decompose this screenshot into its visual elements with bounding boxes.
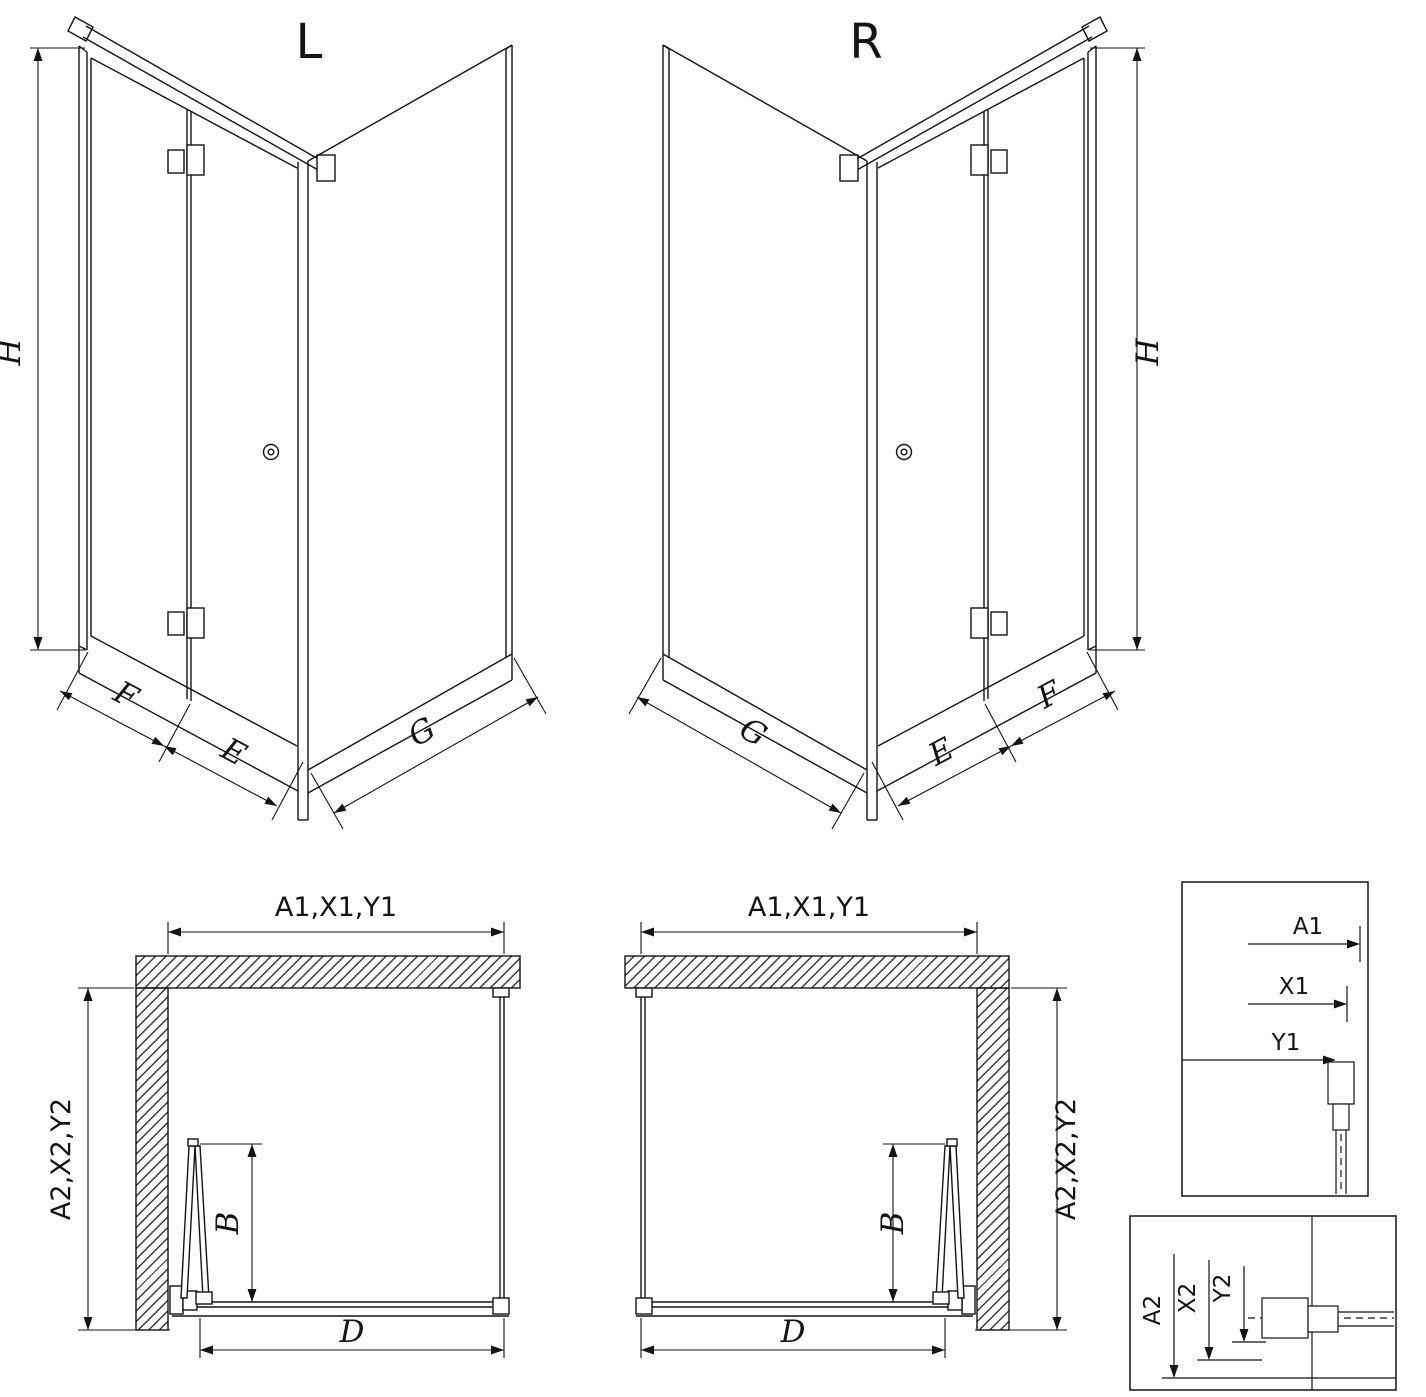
dim-label-e-right: E xyxy=(922,731,960,774)
glass-edge-profile-section xyxy=(1327,1061,1355,1194)
dim-label-g-right: G xyxy=(733,711,772,755)
plan-left-side-wall-hatch xyxy=(136,988,168,1330)
detail-view-width-profile xyxy=(1181,881,1369,1197)
detail-view-depth-profile xyxy=(1129,1215,1397,1391)
dim-label-e-left: E xyxy=(214,730,252,773)
plan-right-side-wall-hatch xyxy=(977,988,1009,1330)
dim-label-d-plan-left: D xyxy=(339,1314,365,1350)
dim-label-d-plan-right: D xyxy=(780,1314,806,1350)
detail-label-x1: X1 xyxy=(1279,974,1309,1000)
detail-label-y2: Y2 xyxy=(1210,1274,1236,1304)
iso-view-right-art xyxy=(628,16,1146,830)
plan-left-top-wall-hatch xyxy=(136,956,520,988)
detail-label-y1: Y1 xyxy=(1271,1030,1301,1056)
view-title-right: R xyxy=(849,14,882,70)
dim-label-b-plan-left: B xyxy=(210,1212,246,1236)
dim-label-b-plan-right: B xyxy=(875,1212,911,1236)
dim-label-width-plan-right: A1,X1,Y1 xyxy=(748,892,870,923)
dim-label-width-plan-left: A1,X1,Y1 xyxy=(275,892,397,923)
view-title-left: L xyxy=(296,14,323,70)
detail-label-x2: X2 xyxy=(1175,1283,1201,1313)
dim-label-depth-plan-left: A2,X2,Y2 xyxy=(46,1098,77,1220)
detail-label-a2: A2 xyxy=(1140,1295,1166,1325)
plan-view-left-art xyxy=(77,921,521,1359)
wall-profile-section xyxy=(1248,1297,1394,1339)
plan-right-top-wall-hatch xyxy=(625,956,1009,988)
dim-label-f-left: F xyxy=(107,674,145,717)
iso-view-left-art xyxy=(29,16,547,830)
dim-label-depth-plan-right: A2,X2,Y2 xyxy=(1051,1098,1082,1220)
dim-label-h-left: H xyxy=(0,338,28,367)
dim-label-h-right: H xyxy=(1130,338,1166,367)
detail-label-a1: A1 xyxy=(1293,914,1323,940)
dim-label-g-left: G xyxy=(402,711,441,755)
dim-label-f-right: F xyxy=(1030,674,1068,717)
plan-view-right-art xyxy=(624,921,1068,1359)
